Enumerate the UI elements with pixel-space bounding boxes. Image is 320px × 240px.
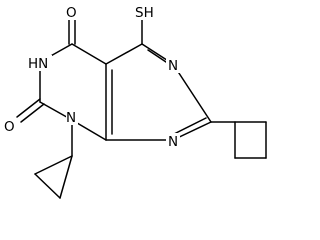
n1-label: N bbox=[66, 110, 76, 126]
chemical-structure: SH O HN O N N N bbox=[4, 4, 267, 199]
carbonyl-bottom-oxygen-label: O bbox=[4, 119, 15, 135]
pyrimidine-n-bottom-label: N bbox=[168, 134, 178, 150]
pyrimidine-n-top-label: N bbox=[168, 58, 178, 74]
carbonyl-top-oxygen-label: O bbox=[66, 5, 77, 21]
nh-label: HN bbox=[28, 56, 48, 72]
thiol-label: SH bbox=[135, 5, 154, 21]
bond-lines bbox=[16, 17, 267, 199]
label-backgrounds bbox=[4, 4, 180, 149]
atom-labels: SH O HN O N N N bbox=[4, 5, 178, 150]
